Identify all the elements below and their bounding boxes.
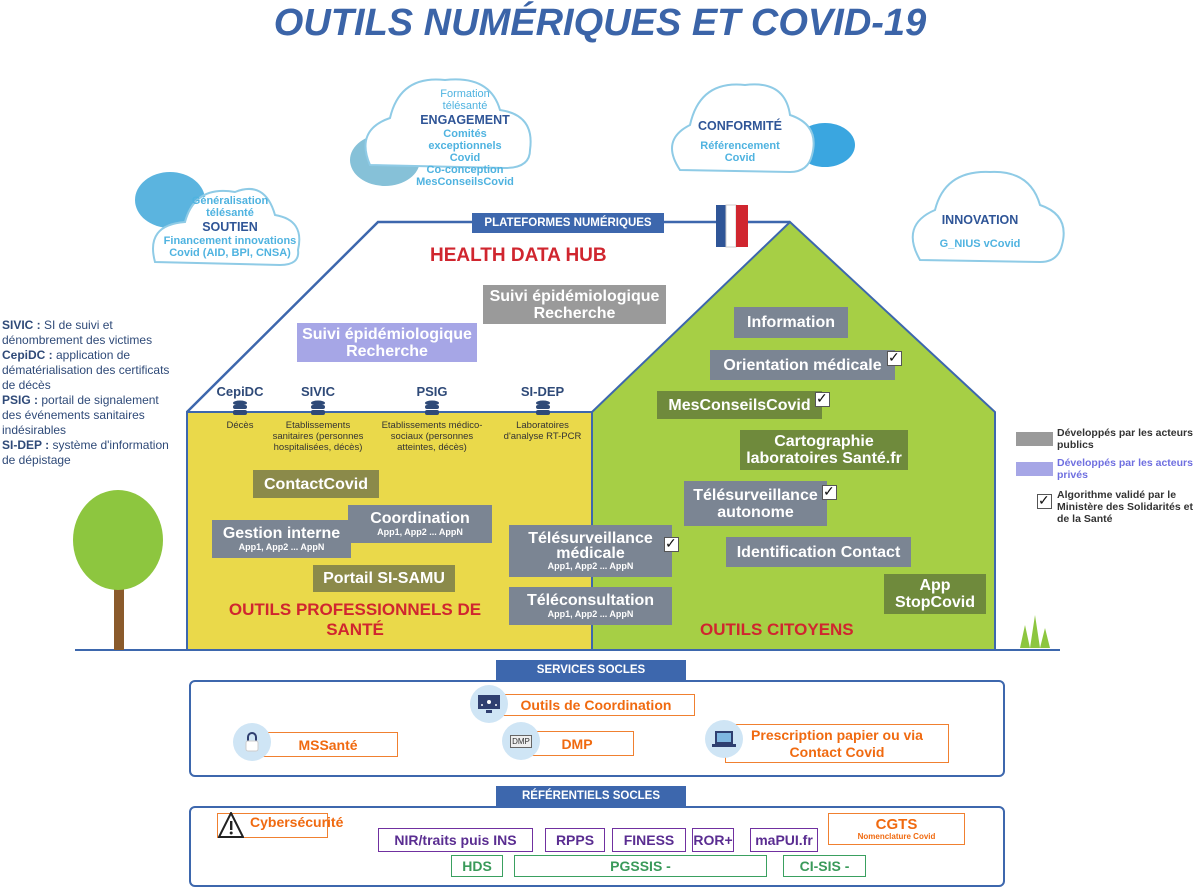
cisis: CI-SIS - (783, 855, 866, 877)
glossary-item: SIVIC : SI de suivi et dénombrement des … (2, 318, 153, 347)
services-tab: SERVICES SOCLES (496, 660, 686, 680)
cloud-conformite: CONFORMITÉ Référencement Covid (685, 118, 795, 164)
platform-label: PLATEFORMES NUMÉRIQUES (472, 213, 664, 233)
services-panel (189, 680, 1005, 777)
glossary-item: PSIG : portail de signalement des événem… (2, 393, 159, 437)
orientation-medicale: Orientation médicale (710, 350, 895, 380)
dmp-icon: DMP (502, 722, 540, 760)
ror: ROR+ (692, 828, 734, 852)
checkbox-icon: ✓ (815, 391, 830, 407)
cloud-soutien-top: Généralisation télésanté (191, 195, 269, 219)
cloud-engagement-line1: Comités exceptionnels Covid (428, 128, 502, 164)
glossary-item: SI-DEP : système d'information de dépist… (2, 438, 169, 467)
lock-icon (233, 723, 271, 761)
mapui: maPUI.fr (750, 828, 818, 852)
cloud-conformite-bottom: Référencement Covid (700, 140, 780, 164)
cloud-innovation: INNOVATION G_NIUS vCovid (920, 212, 1040, 250)
pro-label: OUTILS PROFESSIONNELS DE SANTÉ (228, 600, 482, 639)
app-stopcovid: App StopCovid (884, 574, 986, 614)
cloud-engagement: Formation télésanté ENGAGEMENT Comités e… (395, 88, 535, 188)
cloud-conformite-shape (671, 83, 855, 174)
mesconseilscovid: MesConseilsCovid (657, 391, 822, 419)
referentiels-tab: RÉFÉRENTIELS SOCLES (496, 786, 686, 806)
portail-si-samu: Portail SI-SAMU (313, 565, 455, 592)
outils-coordination: Outils de Coordination (497, 694, 695, 716)
prescription: Prescription papier ou via Contact Covid (725, 724, 949, 763)
checkbox-icon: ✓ (1037, 493, 1052, 509)
database-icon (233, 400, 247, 415)
cloud-engagement-top: Formation télésanté (440, 88, 490, 112)
database-icon (535, 400, 550, 415)
identification-contact: Identification Contact (726, 537, 911, 567)
telesurveillance-autonome: Télésurveillance autonome (684, 481, 827, 526)
cloud-soutien-shape (135, 172, 301, 267)
database-icon (311, 400, 325, 415)
glossary-item: CepiDC : application de dématérialisatio… (2, 348, 170, 392)
finess: FINESS (612, 828, 686, 852)
cloud-conformite-heading: CONFORMITÉ (697, 119, 783, 133)
legend-swatch-prive (1016, 462, 1053, 476)
information: Information (734, 307, 848, 338)
contactcovid: ContactCovid (253, 470, 379, 498)
mssante: MSSanté (258, 732, 398, 757)
warning-icon (218, 812, 244, 838)
referentiels-panel (189, 806, 1005, 887)
legend-swatch-public (1016, 432, 1053, 446)
legend-prive: Développés par les acteurs privés (1057, 457, 1193, 481)
laptop-mail-icon (705, 720, 743, 758)
cloud-engagement-heading: ENGAGEMENT (420, 113, 510, 127)
cloud-engagement-shape (350, 78, 532, 186)
health-data-hub: HEALTH DATA HUB (430, 245, 607, 266)
cloud-innovation-bottom: G_NIUS vCovid (939, 238, 1021, 250)
cartographie: Cartographie laboratoires Santé.fr (740, 430, 908, 470)
legend-algo: Algorithme validé par le Ministère des S… (1057, 489, 1193, 525)
cloud-soutien-bottom: Financement innovations Covid (AID, BPI,… (163, 235, 297, 259)
nir-ins: NIR/traits puis INS (378, 828, 533, 852)
checkbox-icon: ✓ (887, 350, 902, 366)
database-icon (425, 400, 439, 415)
legend-public: Développés par les acteurs publics (1057, 427, 1193, 451)
citizen-label: OUTILS CITOYENS (700, 620, 854, 639)
monitor-network-icon (470, 685, 508, 723)
checkbox-icon: ✓ (822, 484, 837, 500)
cloud-soutien-heading: SOUTIEN (202, 220, 258, 234)
acronym-glossary: SIVIC : SI de suivi et dénombrement des … (2, 318, 180, 468)
cloud-innovation-heading: INNOVATION (941, 213, 1019, 227)
pgssis: PGSSIS - (514, 855, 767, 877)
page-title: OUTILS NUMÉRIQUES ET COVID-19 (273, 2, 927, 44)
cloud-innovation-shape (911, 170, 1065, 264)
cloud-engagement-line2: Co-conception MesConseilsCovid (416, 164, 514, 188)
checkbox-icon: ✓ (664, 536, 679, 552)
cloud-soutien: Généralisation télésanté SOUTIEN Finance… (160, 195, 300, 259)
hds: HDS (451, 855, 503, 877)
rpps: RPPS (545, 828, 605, 852)
